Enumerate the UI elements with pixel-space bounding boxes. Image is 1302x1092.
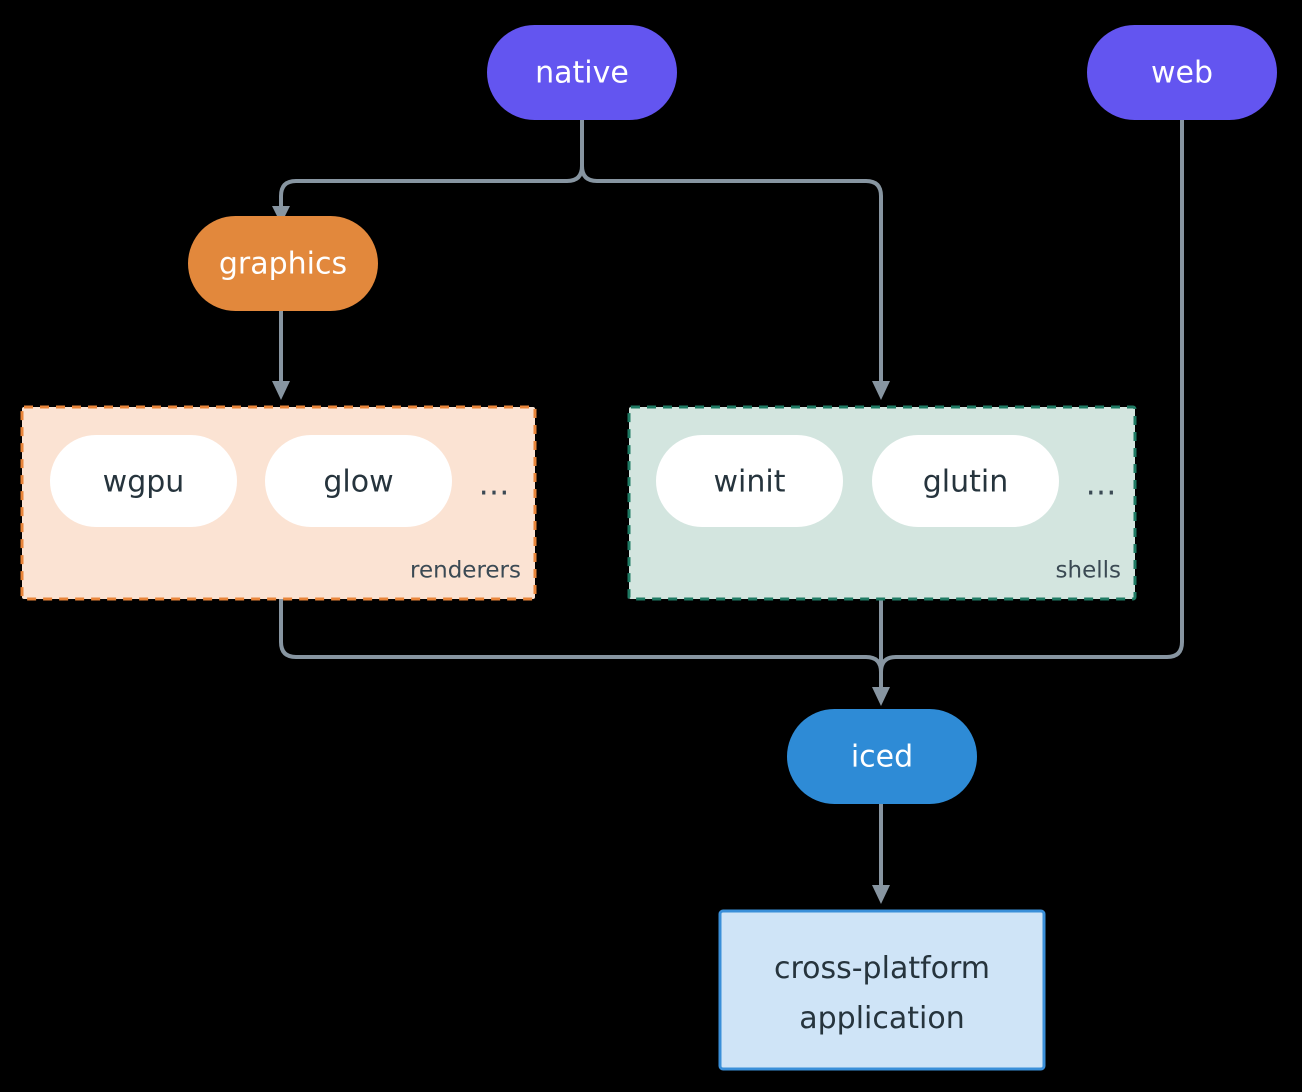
node-application-shape [718, 909, 1046, 1071]
edge-web-to-iced [879, 120, 1184, 690]
node-application-label-line2: application [799, 1001, 964, 1036]
cluster-shells[interactable]: winit glutin … shells [627, 405, 1137, 601]
node-winit-label: winit [714, 465, 786, 500]
list-item[interactable]: glutin [872, 435, 1059, 527]
node-application[interactable]: cross-platform application [718, 909, 1046, 1071]
node-wgpu-shape [50, 435, 237, 527]
node-glow-label: glow [323, 465, 393, 500]
node-graphics[interactable]: graphics [188, 216, 378, 311]
cluster-renderers[interactable]: wgpu glow … renderers [20, 405, 537, 601]
node-native-shape [487, 25, 677, 120]
node-winit-shape [656, 435, 843, 527]
node-iced-label: iced [851, 740, 913, 775]
node-iced[interactable]: iced [787, 709, 977, 804]
node-iced-shape [787, 709, 977, 804]
arrow-iced-to-application [872, 885, 890, 904]
edge-native-to-shells [580, 120, 883, 384]
edge-renderers-to-iced [279, 599, 883, 690]
edge-layer [272, 120, 1184, 904]
node-web-shape [1087, 25, 1277, 120]
cluster-renderers-label: renderers [410, 558, 521, 584]
node-native[interactable]: native [487, 25, 677, 120]
list-item[interactable]: wgpu [50, 435, 237, 527]
list-item[interactable]: glow [265, 435, 452, 527]
node-web[interactable]: web [1087, 25, 1277, 120]
arrow-native-to-graphics [272, 206, 290, 224]
node-application-label-line1: cross-platform [774, 951, 990, 986]
node-native-label: native [535, 56, 629, 91]
node-glutin-label: glutin [923, 465, 1009, 500]
cluster-shells-label: shells [1056, 558, 1121, 584]
shells-ellipsis: … [1086, 467, 1117, 503]
list-item[interactable]: winit [656, 435, 843, 527]
node-wgpu-label: wgpu [103, 465, 185, 500]
node-graphics-label: graphics [219, 247, 347, 282]
arrow-graphics-to-renderers [272, 381, 290, 400]
renderers-ellipsis: … [479, 467, 510, 503]
node-graphics-shape [188, 216, 378, 311]
node-glutin-shape [872, 435, 1059, 527]
edge-native-trunk [279, 120, 584, 210]
arrow-native-to-shells [872, 381, 890, 400]
arrow-to-iced [872, 687, 890, 706]
node-web-label: web [1151, 56, 1213, 91]
node-glow-shape [265, 435, 452, 527]
